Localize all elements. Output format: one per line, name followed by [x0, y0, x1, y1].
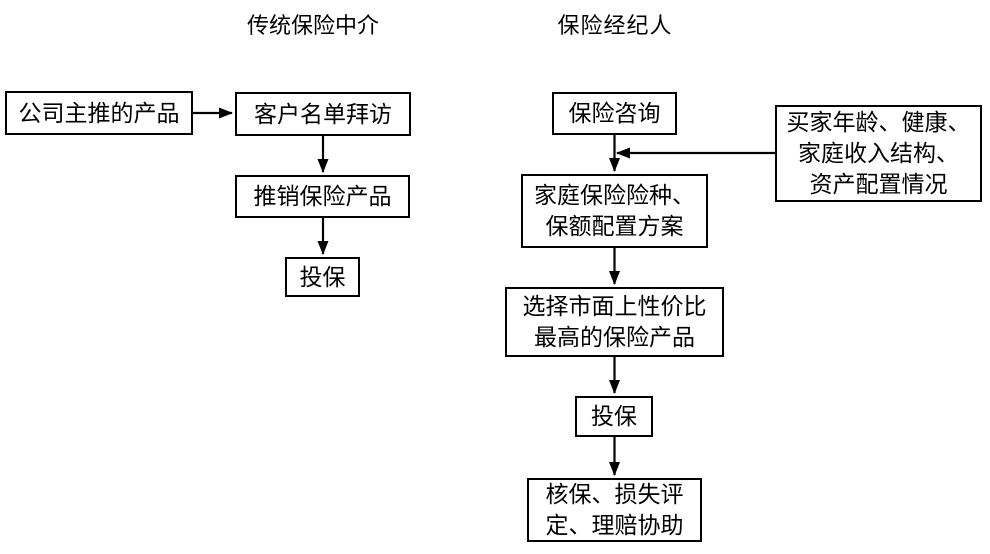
node-family-insurance-plan: 家庭保险险种、 保额配置方案 [521, 174, 708, 248]
node-buyer-info: 买家年龄、健康、 家庭收入结构、 资产配置情况 [775, 105, 982, 202]
node-underwriting-claims-assist: 核保、损失评 定、理赔协助 [527, 478, 702, 542]
column-title-insurance-broker: 保险经纪人 [557, 13, 673, 38]
node-insurance-consultation: 保险咨询 [552, 92, 677, 135]
node-company-promoted-products: 公司主推的产品 [5, 91, 193, 135]
node-apply-insurance-left: 投保 [285, 257, 360, 297]
node-select-best-value-product: 选择市面上性价比 最高的保险产品 [505, 287, 724, 357]
node-apply-insurance-right: 投保 [575, 396, 653, 437]
node-client-list-visit: 客户名单拜访 [235, 92, 411, 136]
node-sell-insurance-products: 推销保险产品 [235, 175, 410, 218]
column-title-traditional-intermediary: 传统保险中介 [246, 13, 379, 38]
